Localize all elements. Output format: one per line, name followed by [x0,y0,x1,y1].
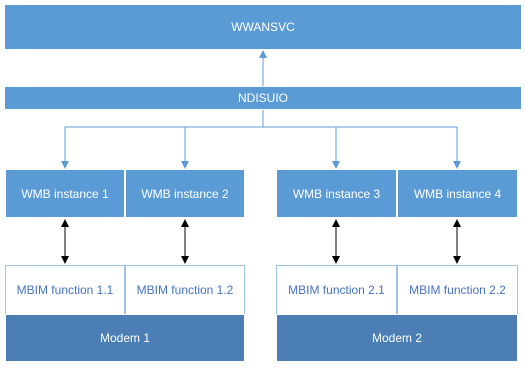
wmb-instance-1-box: WMB instance 1 [5,169,125,218]
modem-1-box: Modem 1 [5,314,245,362]
mbim-function-2-2-box: MBIM function 2.2 [397,265,518,315]
wmb-instance-4-box: WMB instance 4 [397,169,518,218]
modem-2-box: Modem 2 [276,314,518,362]
mbim-function-2-1-box: MBIM function 2.1 [276,265,397,315]
wmb-instance-2-box: WMB instance 2 [125,169,245,218]
mbim-function-1-1-box: MBIM function 1.1 [5,265,125,315]
wwansvc-box: WWANSVC [4,4,522,50]
mbim-function-1-2-box: MBIM function 1.2 [125,265,245,315]
ndisuio-box: NDISUIO [4,86,522,110]
wmb-instance-3-box: WMB instance 3 [276,169,397,218]
